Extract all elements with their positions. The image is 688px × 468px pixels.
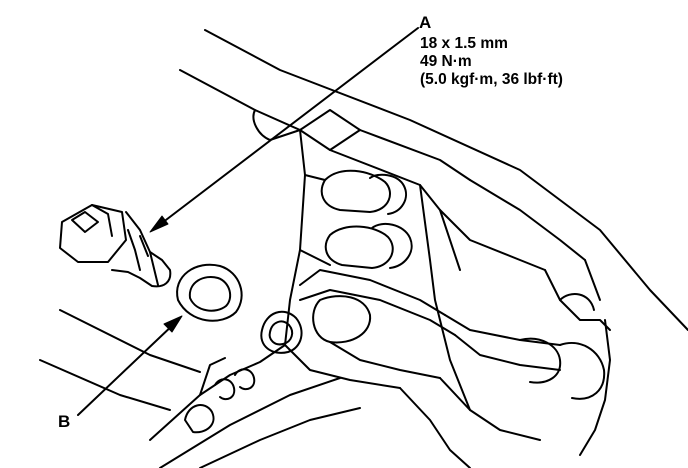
leader-line-b [77, 315, 183, 416]
torque-nm-text: 49 N·m [420, 53, 472, 70]
torque-alt-text: (5.0 kgf·m, 36 lbf·ft) [420, 71, 563, 88]
sealing-washer [176, 263, 243, 322]
bolt-size-text: 18 x 1.5 mm [420, 35, 508, 52]
callout-label-b: B [58, 412, 71, 431]
drain-bolt [59, 204, 172, 288]
callout-label-a: A [419, 13, 432, 32]
leader-line-a [149, 27, 419, 233]
transmission-case [39, 29, 688, 468]
